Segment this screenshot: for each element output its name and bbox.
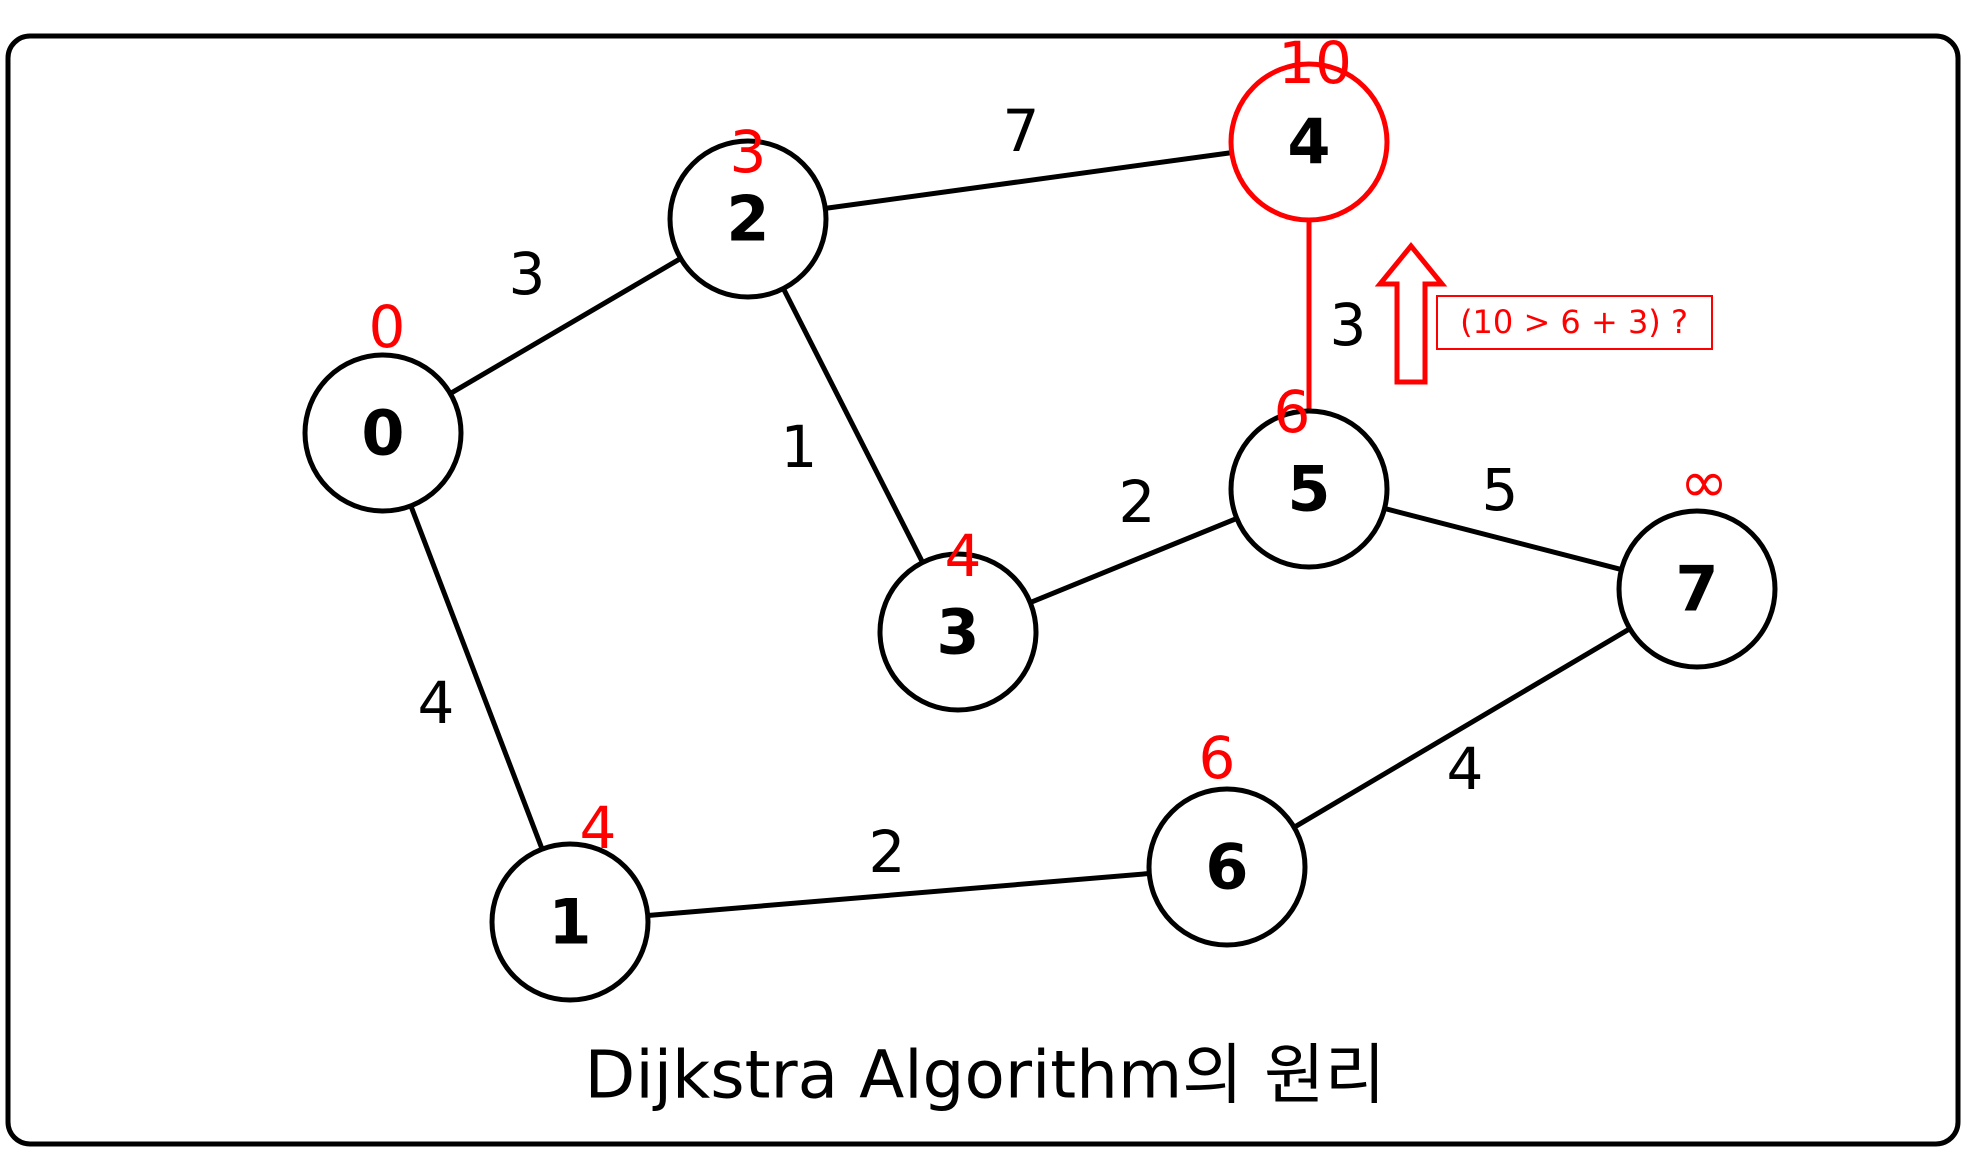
edge-weight-3-5: 2 <box>1119 468 1156 536</box>
node-4-label: 4 <box>1287 106 1330 179</box>
edge-5-7 <box>1383 506 1623 572</box>
edge-weight-0-2: 3 <box>509 240 546 308</box>
node-3-circle <box>877 551 1039 713</box>
edge-2-4 <box>824 150 1233 211</box>
node-7-label: 7 <box>1675 553 1718 626</box>
edge-1-6 <box>647 871 1150 918</box>
comparison-note-box <box>1436 295 1713 350</box>
edge-0-1 <box>408 504 545 851</box>
node-5-circle <box>1228 408 1390 570</box>
edge-weight-6-7: 4 <box>1447 735 1484 803</box>
node-4-circle <box>1228 61 1390 223</box>
edge-weight-5-7: 5 <box>1482 456 1519 524</box>
edge-0-2 <box>449 256 682 396</box>
node-7-distance: ∞ <box>1680 448 1728 516</box>
node-1-circle <box>489 841 651 1003</box>
node-5-distance: 6 <box>1274 378 1311 446</box>
edge-3-5 <box>1029 516 1238 605</box>
node-0-distance: 0 <box>369 293 406 361</box>
node-2-distance: 3 <box>730 118 767 186</box>
edge-6-7 <box>1292 626 1632 830</box>
node-6-label: 6 <box>1205 831 1248 904</box>
node-6-distance: 6 <box>1199 724 1236 792</box>
edge-weight-2-4: 7 <box>1003 97 1040 165</box>
edge-2-3 <box>781 287 925 564</box>
edges-layer <box>408 150 1632 918</box>
node-3-label: 3 <box>936 596 979 669</box>
up-arrow-icon <box>1374 242 1448 385</box>
edge-weight-2-3: 1 <box>781 413 818 481</box>
node-2-circle <box>667 138 829 300</box>
node-5-label: 5 <box>1287 453 1330 526</box>
node-3-distance: 4 <box>945 522 982 590</box>
edge-weight-0-1: 4 <box>418 669 455 737</box>
node-7-circle <box>1616 508 1778 670</box>
annotation-layer: (10 > 6 + 3) ? <box>1374 242 1713 385</box>
diagram-caption: Dijkstra Algorithm의 원리 <box>585 1037 1386 1114</box>
node-0-label: 0 <box>361 397 404 470</box>
node-2-label: 2 <box>726 183 769 256</box>
edge-weight-1-6: 2 <box>869 818 906 886</box>
node-1-distance: 4 <box>580 794 617 862</box>
node-1-label: 1 <box>548 886 591 959</box>
node-6-circle <box>1146 786 1308 948</box>
edge-weight-4-5: 3 <box>1330 291 1367 359</box>
comparison-note: (10 > 6 + 3) ? <box>1460 303 1688 341</box>
node-4-distance: 10 <box>1278 29 1352 97</box>
node-0-circle <box>302 352 464 514</box>
